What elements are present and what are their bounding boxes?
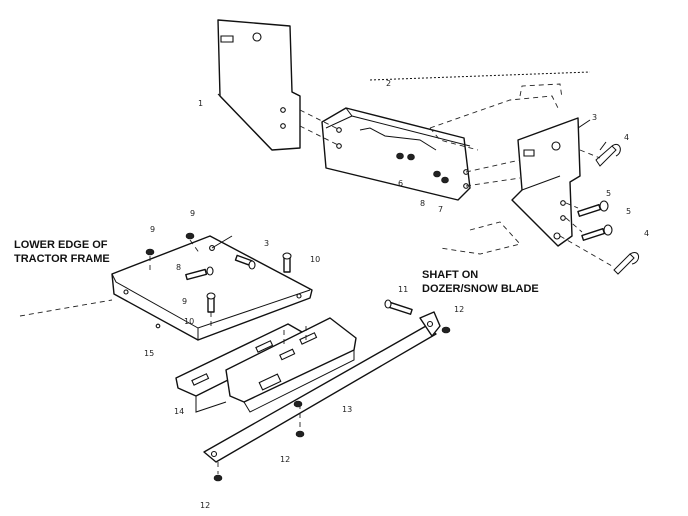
part-number-3-plate: 3 [264, 239, 269, 248]
lower-plate [111, 235, 313, 341]
part-number-4-bottom: 4 [644, 229, 649, 238]
part-number-14: 14 [174, 407, 184, 416]
part-number-13: 13 [342, 405, 352, 414]
part-number-9-left: 9 [150, 225, 155, 234]
bolt-8 [185, 266, 214, 281]
part-number-5-center: 6 [398, 179, 403, 188]
hairpin-clip-bottom [613, 252, 639, 275]
nut-12-center [295, 430, 305, 438]
bolt-3-plate [234, 254, 256, 270]
part-number-12-bottom: 12 [200, 501, 210, 510]
bolt-5-lower [581, 224, 613, 241]
shaft-label-line2: DOZER/SNOW BLADE [422, 283, 539, 295]
part-number-9-top: 9 [190, 209, 195, 218]
nut-9-left [145, 248, 155, 256]
left-mounting-bracket [217, 19, 301, 151]
part-number-12-center: 12 [280, 455, 290, 464]
part-number-7: 8 [420, 199, 425, 208]
part-number-10-right: 10 [310, 255, 320, 264]
part-number-10-center: 10 [184, 317, 194, 326]
nut-9-top [185, 232, 195, 240]
bolt-10-center [206, 292, 216, 313]
washer-center [293, 400, 303, 408]
part-number-5-upper: 5 [606, 189, 611, 198]
nut-set-center [396, 152, 449, 184]
bolt-5-upper [577, 200, 609, 217]
part-number-9-center: 9 [182, 297, 187, 306]
hairpin-clip-top [595, 143, 621, 167]
bolt-11 [384, 299, 413, 315]
nut-12-bottom [213, 474, 223, 482]
part-number-2: 2 [386, 79, 391, 88]
part-number-3: 3 [592, 113, 597, 122]
part-number-5-lower: 5 [626, 207, 631, 216]
shaft-label-line1: SHAFT ON [422, 269, 478, 281]
right-mounting-bracket [511, 117, 581, 247]
bolt-10-right [282, 252, 292, 273]
tractor-frame-label-line2: TRACTOR FRAME [14, 253, 110, 265]
link-bar [203, 311, 441, 463]
tractor-outline [429, 83, 563, 255]
part-number-8: 8 [176, 263, 181, 272]
part-number-15: 15 [144, 349, 154, 358]
part-number-11: 11 [398, 285, 408, 294]
tractor-frame-label-line1: LOWER EDGE OF [14, 239, 108, 251]
part-number-1: 1 [198, 99, 203, 108]
nut-12-right [441, 326, 451, 334]
part-number-4-top: 4 [624, 133, 629, 142]
part-number-6: 7 [438, 205, 443, 214]
part-number-12-right: 12 [454, 305, 464, 314]
slotted-slide-plate [175, 317, 357, 413]
